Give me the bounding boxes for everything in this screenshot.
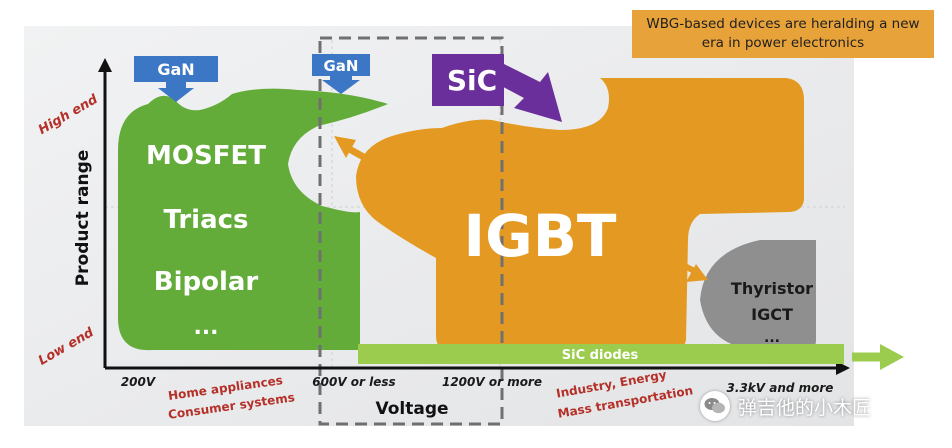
thyristor-region [700, 240, 816, 350]
mosfet-label: MOSFET [146, 141, 266, 171]
voltage-tick-1200v: 1200V or more [442, 375, 542, 389]
sic-diodes-arrow-head [880, 344, 904, 370]
sic-tag-label: SiC [447, 64, 497, 97]
sic-arrow [490, 60, 562, 122]
triacs-label: Triacs [163, 205, 248, 235]
wechat-icon [700, 391, 730, 421]
voltage-tick-3300v: 3.3kV and more [727, 381, 834, 395]
igct-label: IGCT [751, 305, 793, 324]
gan-tag-right-label: GaN [324, 57, 359, 75]
overlap-dashed-box [318, 36, 504, 426]
y-axis-arrow [98, 58, 112, 72]
thyristor-ellipsis: ... [764, 330, 780, 346]
watermark-text: 弹吉他的小木匠 [738, 396, 872, 419]
callout-text-line2: era in power electronics [701, 35, 865, 51]
thyristor-label: Thyristor [731, 279, 813, 298]
igbt-to-thyristor-arrow-shaft [668, 255, 698, 275]
voltage-tick-200v: 200V [121, 375, 157, 389]
gan-tag-left [134, 56, 218, 102]
gan-tag-left-label: GaN [157, 60, 194, 79]
igbt-label: IGBT [464, 202, 617, 270]
sic-diodes-bar [358, 344, 844, 364]
mosfet-ellipsis: ... [193, 315, 218, 340]
gan-tag-right [312, 54, 370, 94]
x-axis-arrow [836, 361, 850, 375]
mosfet-region [118, 88, 388, 351]
igbt-to-gan-arrow-head [334, 136, 356, 158]
watermark: 弹吉他的小木匠 [700, 388, 871, 424]
callout-text-line1: WBG-based devices are heralding a new [646, 16, 920, 32]
igbt-to-thyristor-arrow-head [686, 264, 708, 282]
bipolar-label: Bipolar [154, 267, 259, 297]
sic-diodes-label: SiC diodes [562, 348, 639, 363]
voltage-tick-600v: 600V or less [312, 375, 395, 389]
x-axis-label: Voltage [375, 399, 448, 419]
igbt-region [356, 78, 804, 350]
y-axis-label: Product range [73, 150, 93, 287]
wbg-callout-box: WBG-based devices are heralding a new er… [632, 10, 934, 58]
